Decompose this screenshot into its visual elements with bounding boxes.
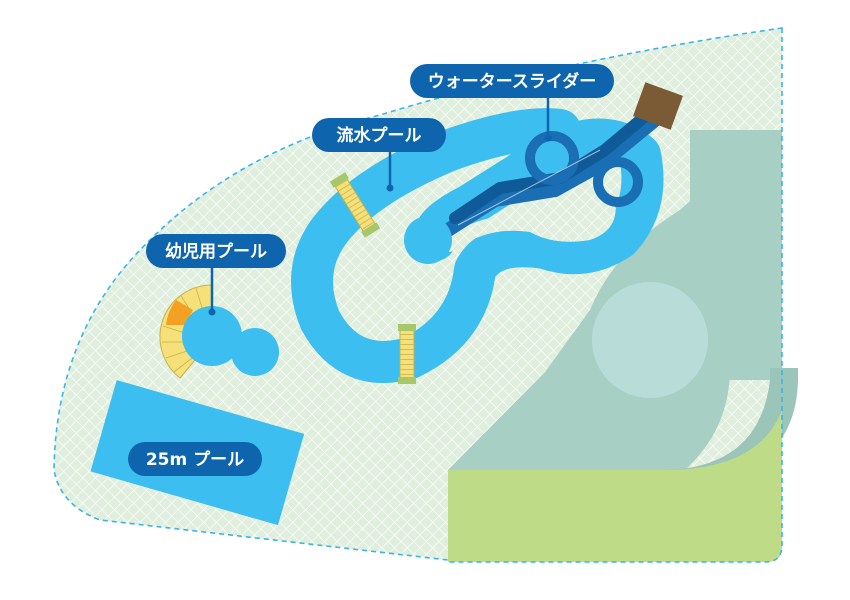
label-pool-25m-text: 25m プール xyxy=(146,449,244,470)
round-plaza xyxy=(592,282,708,398)
label-leader-dots xyxy=(208,134,552,316)
slider-splash-pool xyxy=(404,216,452,264)
label-lazy-river[interactable]: 流水プール xyxy=(312,118,446,152)
kids-pool-water xyxy=(182,306,242,366)
label-kids-pool[interactable]: 幼児用プール xyxy=(146,234,286,268)
river-island xyxy=(440,200,616,252)
water-slider xyxy=(438,106,662,239)
label-water-slider-text: ウォータースライダー xyxy=(428,71,596,92)
bridge-bottom xyxy=(398,324,416,384)
lawn-area xyxy=(448,410,782,562)
kids-pool-water-small xyxy=(231,328,279,376)
label-kids-pool-text: 幼児用プール xyxy=(165,241,267,262)
bridge-left xyxy=(329,172,381,238)
kids-pool-deck-accent xyxy=(166,300,193,325)
label-pool-25m[interactable]: 25m プール xyxy=(128,442,262,476)
lazy-river xyxy=(291,108,664,383)
label-water-slider[interactable]: ウォータースライダー xyxy=(410,64,614,98)
label-lazy-river-text: 流水プール xyxy=(337,125,422,146)
label-leaders xyxy=(210,96,550,312)
slider-tower xyxy=(633,82,683,130)
